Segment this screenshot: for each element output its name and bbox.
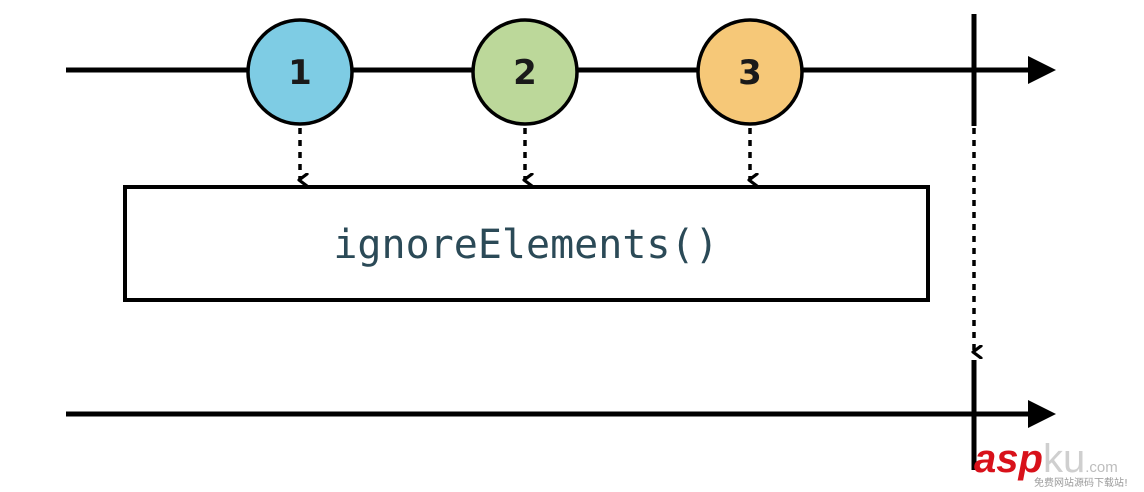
marble-1: 1 <box>246 18 354 126</box>
result-timeline-arrowhead <box>1028 400 1056 428</box>
operator-label: ignoreElements() <box>333 222 718 268</box>
watermark-brand: aspku.com <box>974 437 1118 481</box>
watermark-tagline: 免费网站源码下载站! <box>1034 476 1128 489</box>
watermark-brand-red: asp <box>974 437 1043 481</box>
emission-arrows <box>300 128 974 352</box>
watermark: aspku.com 免费网站源码下载站! <box>974 437 1128 489</box>
operator-box: ignoreElements() <box>123 185 930 302</box>
source-timeline-arrowhead <box>1028 56 1056 84</box>
marble-1-label: 1 <box>288 53 312 93</box>
operator-box-frame <box>123 185 930 302</box>
marble-2-circle <box>471 18 579 126</box>
marble-3-circle <box>696 18 804 126</box>
marble-1-circle <box>246 18 354 126</box>
result-timeline <box>66 360 1056 470</box>
marble-2: 2 <box>471 18 579 126</box>
marble-3-label: 3 <box>738 53 762 93</box>
marble-3: 3 <box>696 18 804 126</box>
watermark-domain: .com <box>1085 459 1118 476</box>
marble-2-label: 2 <box>513 53 537 93</box>
watermark-brand-gray: ku <box>1043 437 1085 481</box>
